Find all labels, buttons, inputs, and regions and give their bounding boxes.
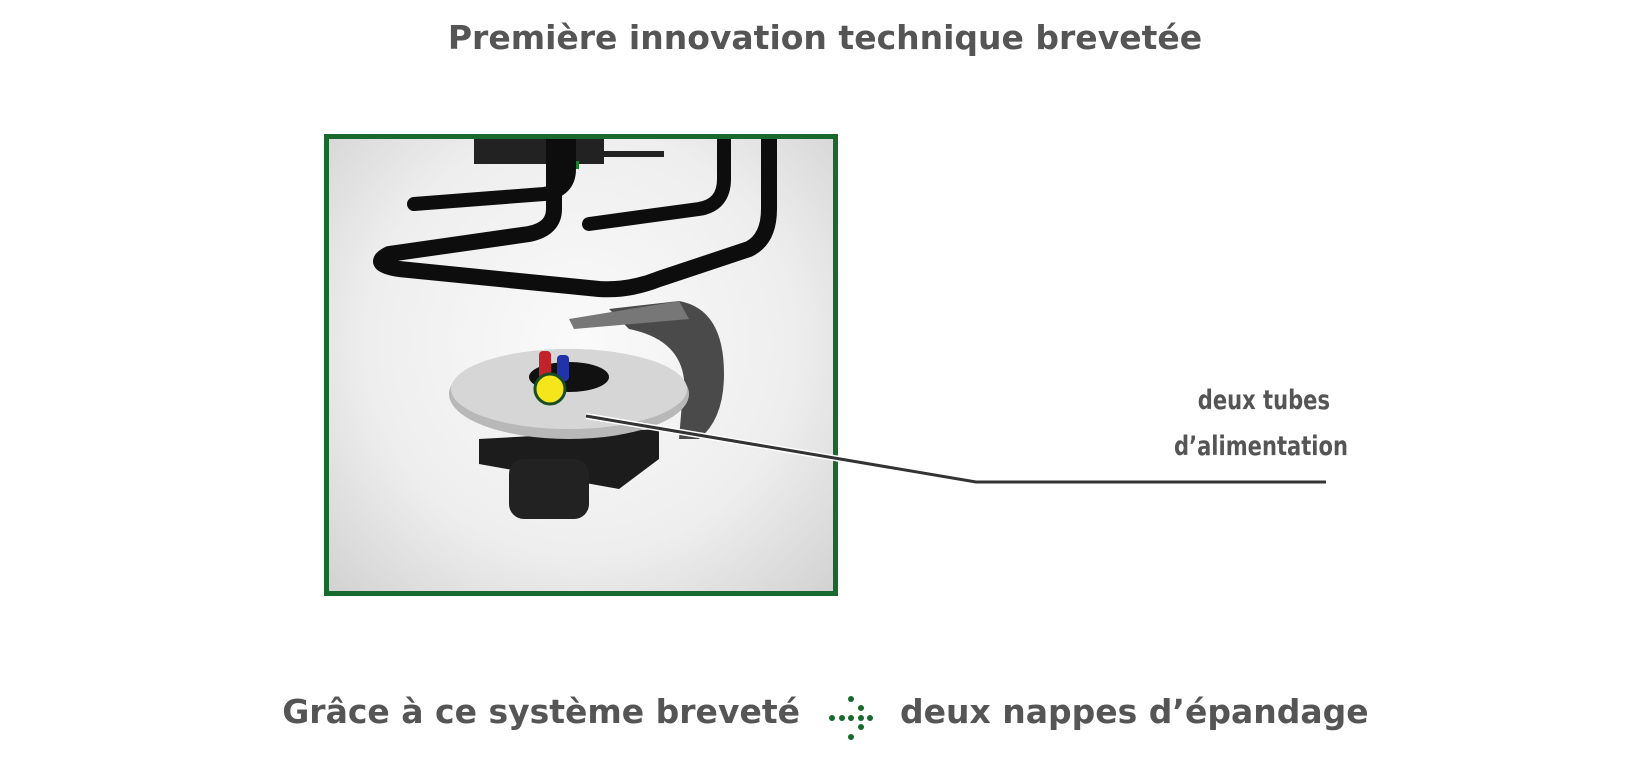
- page-title: Première innovation technique brevetée: [447, 18, 1203, 57]
- spreader-illustration: [324, 134, 838, 596]
- callout-line-2: d’alimentation: [1174, 431, 1348, 462]
- callout-line-1: deux tubes: [1197, 385, 1330, 416]
- footer-left-text: Grâce à ce système breveté: [282, 692, 800, 731]
- footer-right-text: deux nappes d’épandage: [900, 692, 1369, 731]
- callout-label: deux tubes d’alimentation: [1174, 378, 1348, 470]
- dotted-arrow-right-icon: [829, 696, 873, 740]
